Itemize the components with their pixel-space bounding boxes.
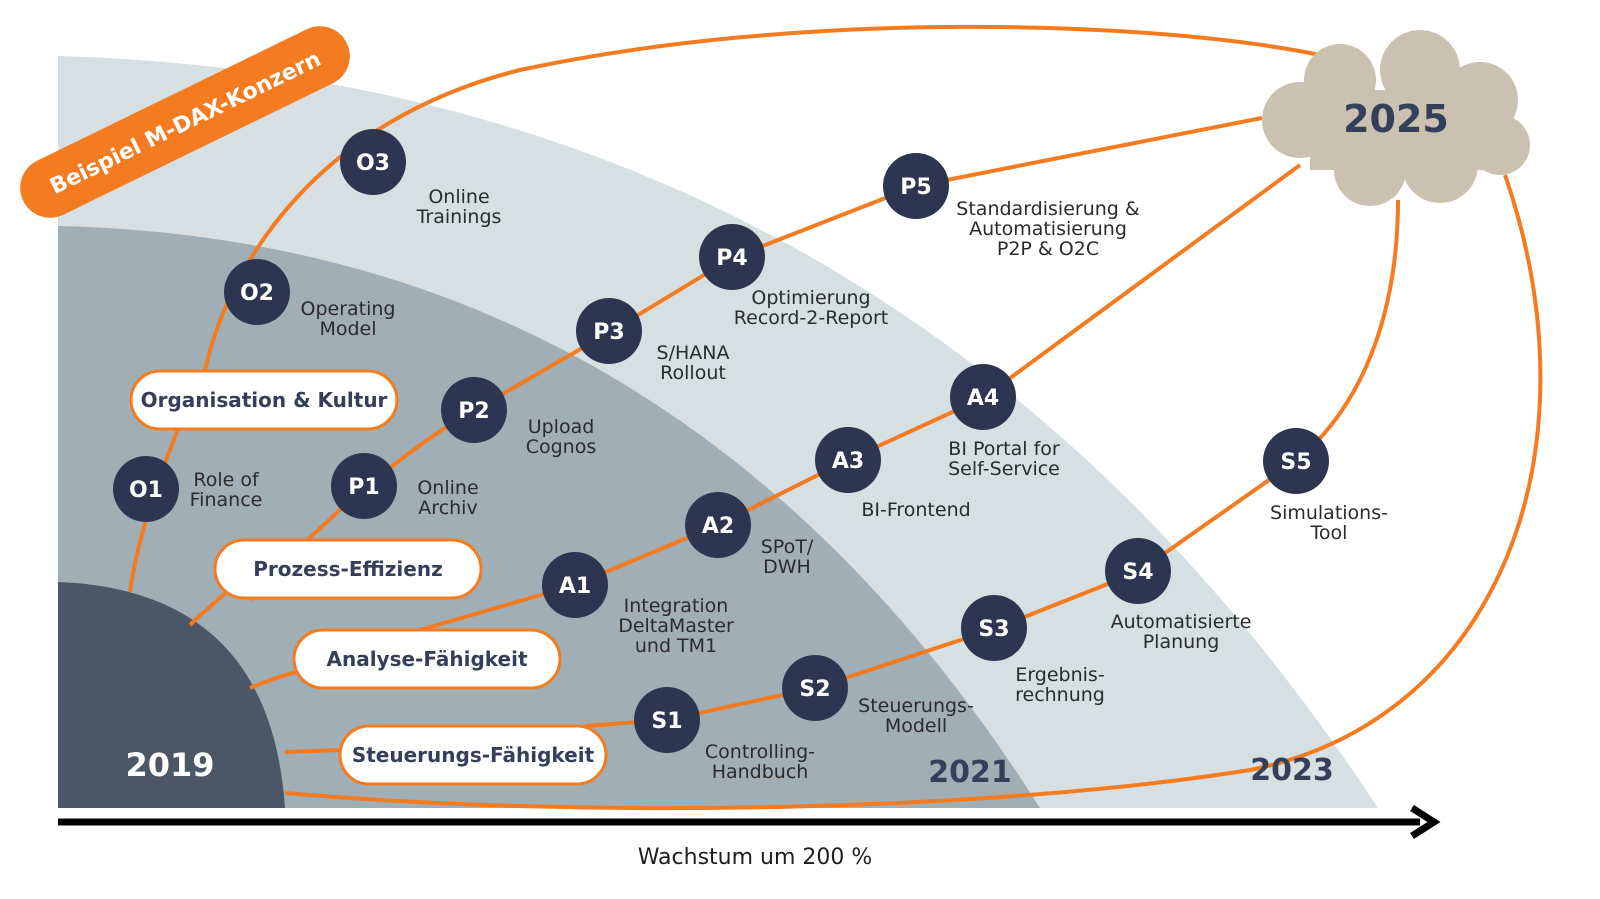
- milestone-code: A3: [832, 449, 864, 474]
- milestone-code: P2: [458, 399, 489, 424]
- milestone-code: O3: [356, 151, 390, 176]
- year-2025: 2025: [1343, 97, 1449, 141]
- pill-steuerung-label: Steuerungs-Fähigkeit: [352, 743, 595, 767]
- milestone-circle: [331, 453, 397, 519]
- axis-label: Wachstum um 200 %: [638, 845, 873, 870]
- milestone-caption: SPoT/DWH: [761, 536, 814, 578]
- milestone-circle: [699, 224, 765, 290]
- pill-steuerung: Steuerungs-Fähigkeit: [338, 724, 608, 786]
- milestone-circle: [542, 552, 608, 618]
- milestone-circle: [441, 377, 507, 443]
- pill-organisation: Organisation & Kultur: [129, 369, 399, 431]
- milestone-code: S2: [799, 677, 830, 702]
- milestone-circle: [815, 427, 881, 493]
- arc-2019: [58, 582, 285, 808]
- milestone-caption: BI-Frontend: [861, 499, 970, 521]
- milestone-circle: [883, 153, 949, 219]
- milestone-code: P3: [593, 320, 624, 345]
- milestone-code: A2: [702, 514, 734, 539]
- milestone-circle: [961, 595, 1027, 661]
- year-2019: 2019: [125, 746, 214, 784]
- milestone-code: S1: [651, 709, 682, 734]
- milestone-code: S4: [1122, 560, 1153, 585]
- milestone-circle: [782, 655, 848, 721]
- milestone-code: P5: [900, 175, 931, 200]
- milestone-code: P4: [716, 246, 747, 271]
- milestone-circle: [576, 298, 642, 364]
- milestone-circle: [340, 129, 406, 195]
- pill-analyse-label: Analyse-Fähigkeit: [326, 647, 527, 671]
- milestone-circle: [1105, 538, 1171, 604]
- milestone-circle: [634, 687, 700, 753]
- milestone-circle: [113, 456, 179, 522]
- milestone-caption: Ergebnis-rechnung: [1015, 664, 1105, 706]
- growth-axis: [58, 805, 1441, 839]
- milestone-code: A4: [967, 386, 999, 411]
- milestone-code: P1: [348, 475, 379, 500]
- milestone-caption: Simulations-Tool: [1270, 502, 1388, 544]
- milestone-caption: Controlling-Handbuch: [705, 741, 815, 783]
- milestone-code: S3: [978, 617, 1009, 642]
- milestone-circle: [1263, 428, 1329, 494]
- milestone-circle: [685, 492, 751, 558]
- milestone-caption: Steuerungs-Modell: [858, 695, 974, 737]
- milestone-code: O1: [129, 478, 163, 503]
- year-2023: 2023: [1250, 753, 1334, 788]
- milestone-code: A1: [559, 574, 591, 599]
- pill-prozess: Prozess-Effizienz: [213, 538, 483, 600]
- milestone-circle: [950, 364, 1016, 430]
- milestone-circle: [224, 259, 290, 325]
- cloud-2025: [1262, 30, 1530, 206]
- milestone-code: O2: [240, 281, 274, 306]
- pill-analyse: Analyse-Fähigkeit: [292, 628, 562, 690]
- pill-organisation-label: Organisation & Kultur: [141, 388, 388, 412]
- pill-prozess-label: Prozess-Effizienz: [253, 557, 442, 581]
- milestone-code: S5: [1280, 450, 1311, 475]
- year-2021: 2021: [928, 755, 1012, 790]
